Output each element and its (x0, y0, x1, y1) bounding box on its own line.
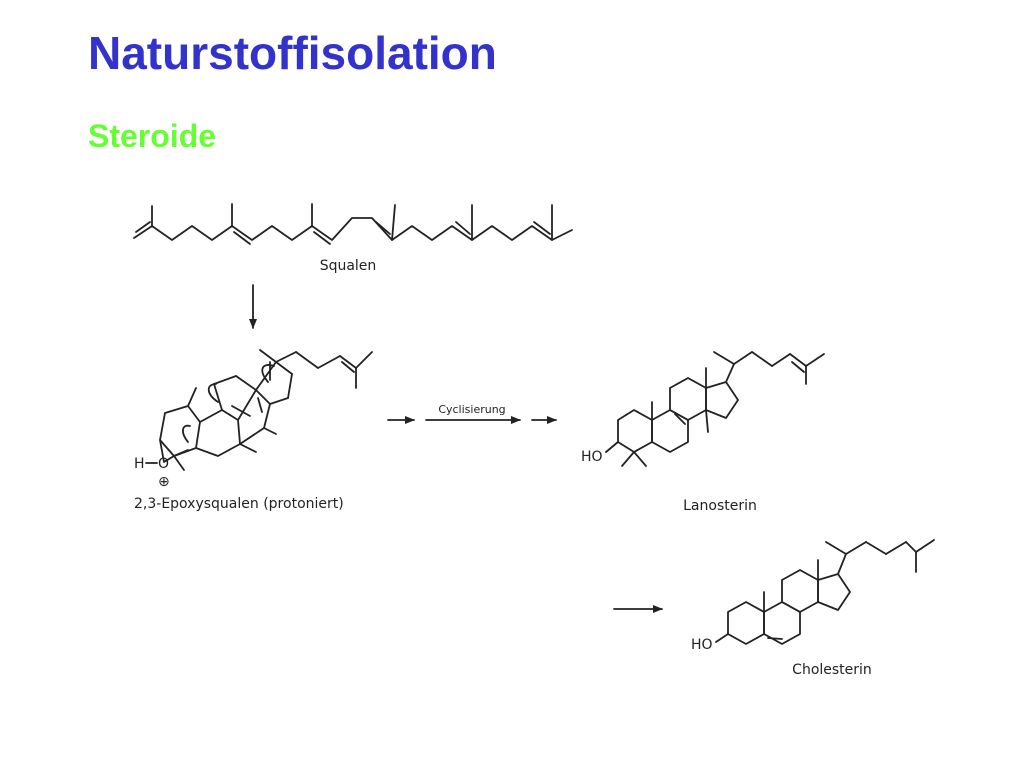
squalen-structure (133, 203, 573, 245)
slide-subtitle: Steroide (88, 118, 217, 154)
cholesterin-hydroxyl-label: HO (691, 637, 713, 653)
cholesterin-label: Cholesterin (792, 662, 872, 678)
epoxy-oxygen-label: O (158, 456, 169, 472)
cholesterin-structure (715, 539, 935, 645)
epoxysqualen-label: 2,3-Epoxysqualen (protoniert) (134, 496, 344, 512)
epoxy-hydrogen-label: H (134, 456, 145, 472)
lanosterin-structure (605, 351, 825, 467)
slide-title: Naturstoffisolation (88, 27, 497, 79)
positive-charge-symbol: ⊕ (158, 474, 170, 490)
epoxysqualen-structure (159, 349, 373, 471)
lanosterin-label: Lanosterin (683, 498, 757, 514)
cyclization-label: Cyclisierung (438, 403, 505, 416)
lanosterin-hydroxyl-label: HO (581, 449, 603, 465)
squalen-label: Squalen (320, 258, 377, 274)
